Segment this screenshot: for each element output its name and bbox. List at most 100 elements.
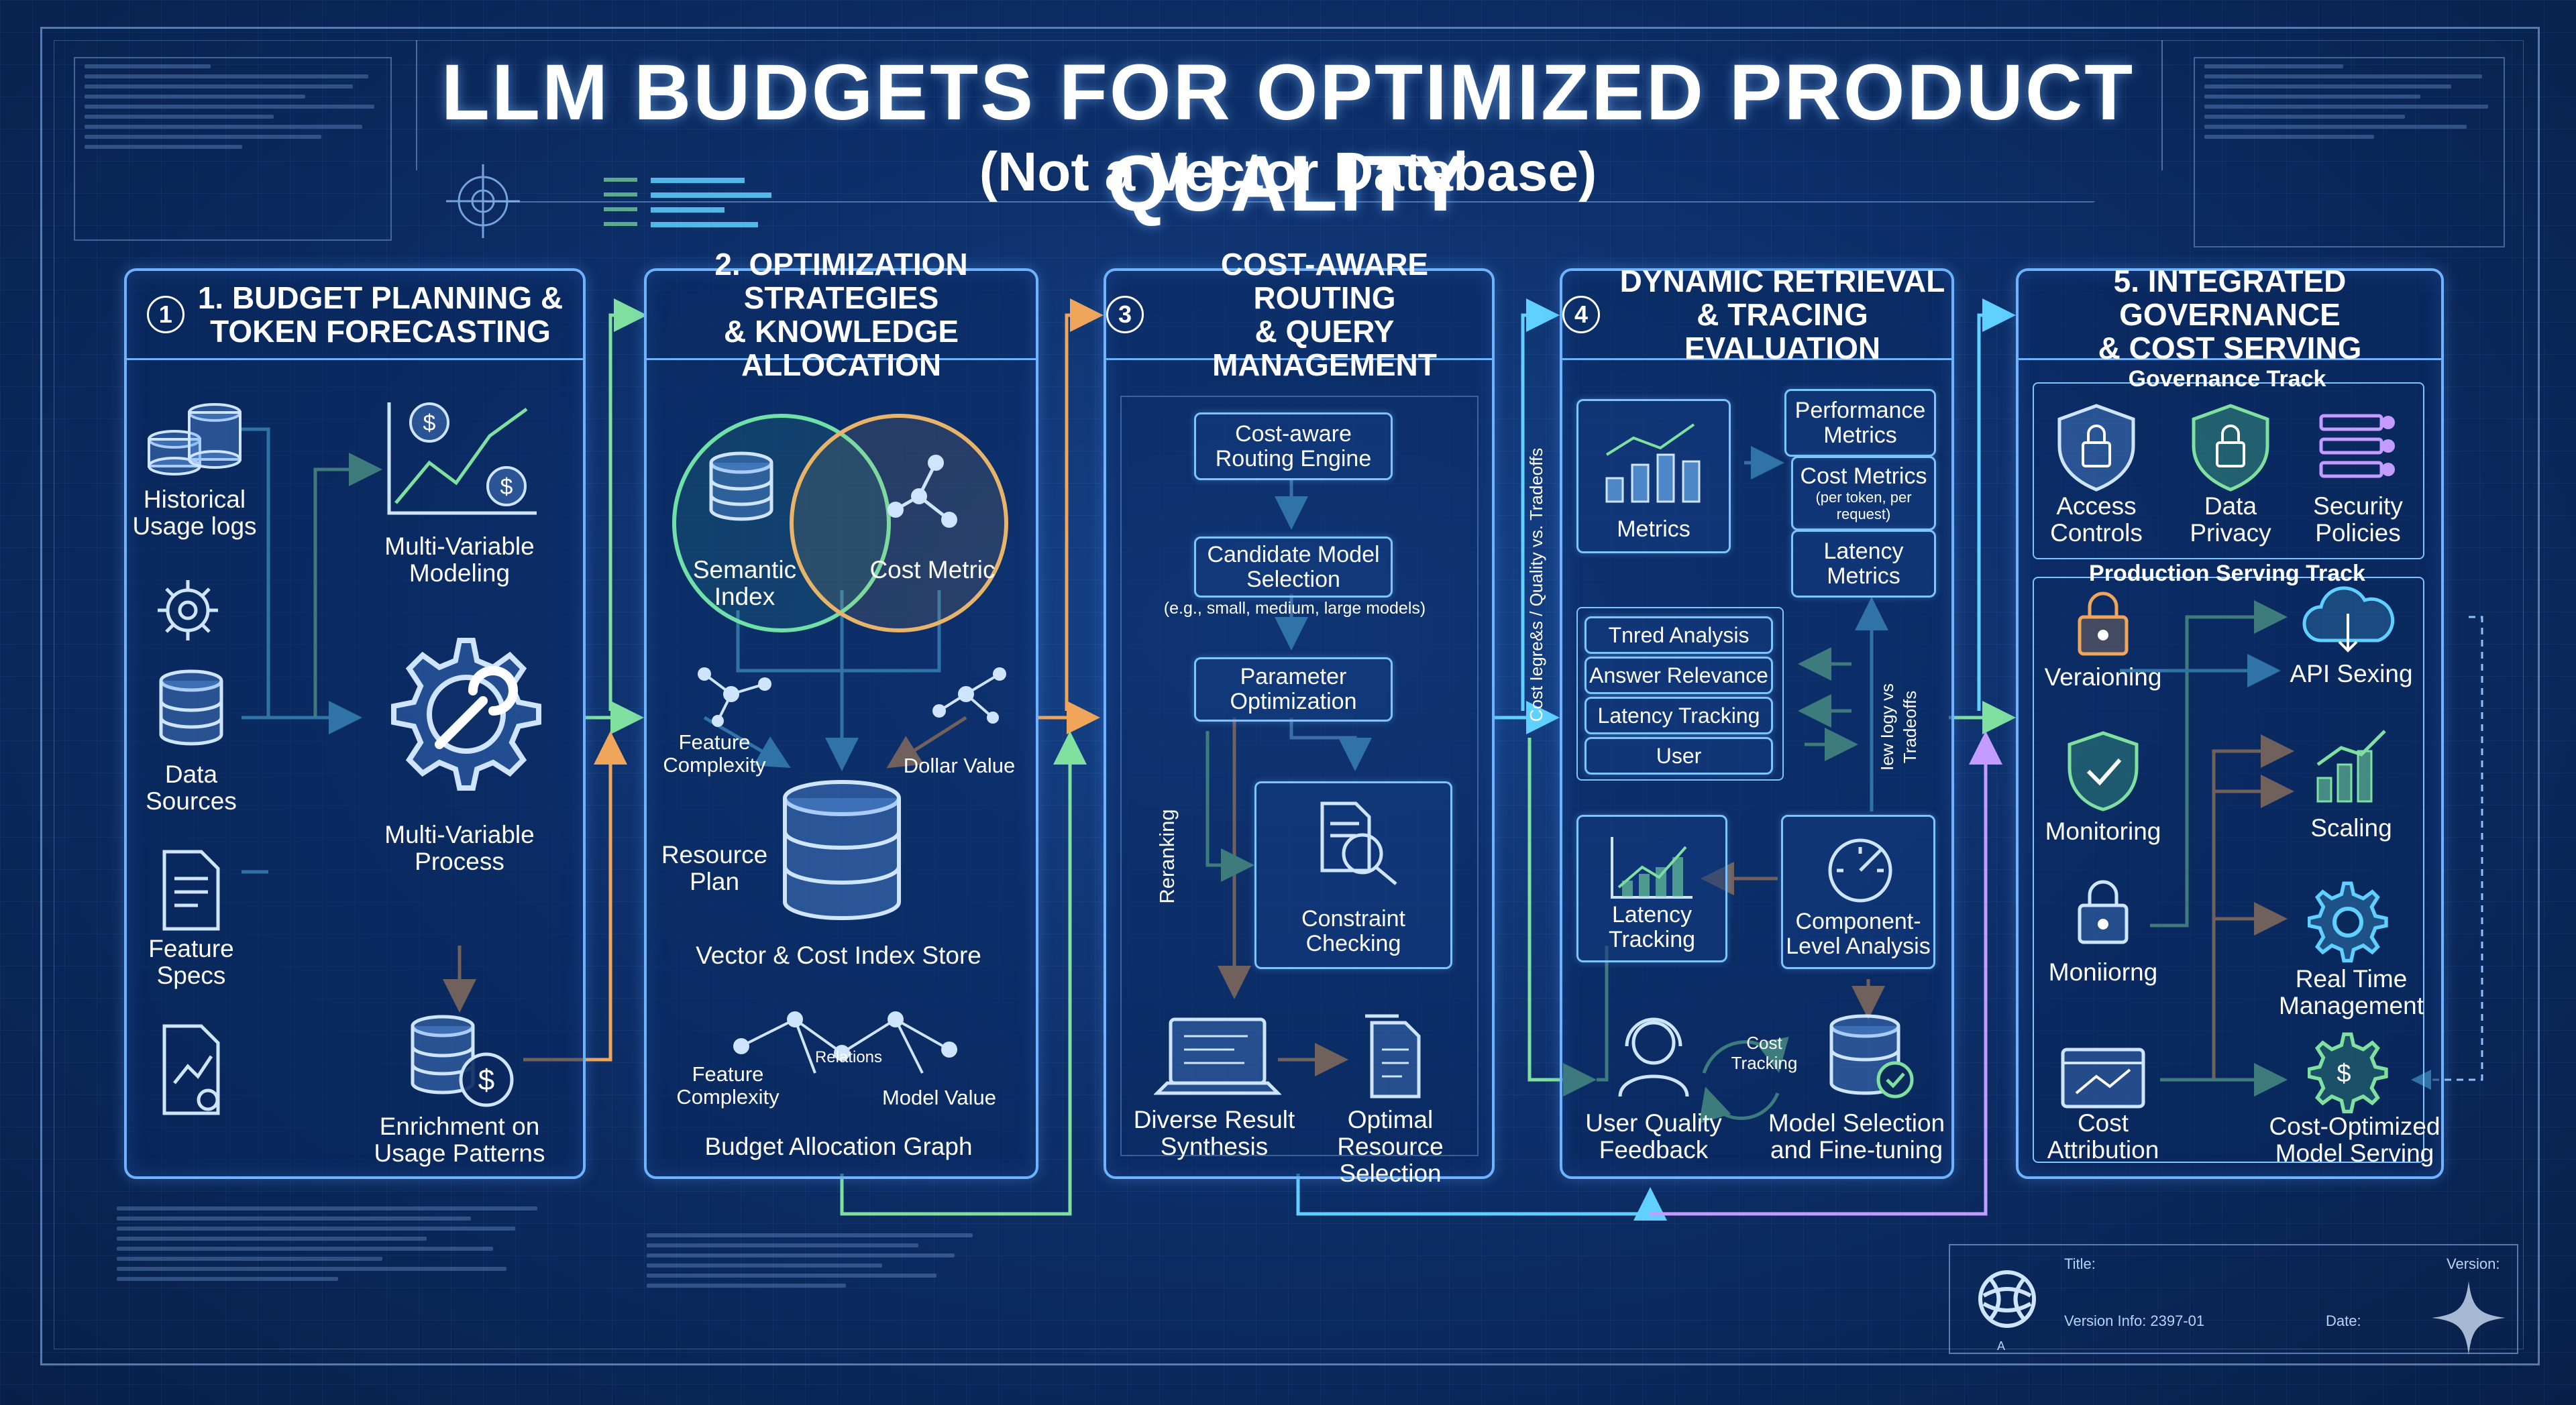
- latency-metrics-box: Latency Metrics: [1791, 530, 1936, 598]
- evaluation-list: Tnred Analysis Answer Relevance Latency …: [1576, 607, 1784, 781]
- page-title: LLM BUDGETS FOR OPTIMIZED PRODUCT QUALIT…: [441, 48, 2135, 228]
- data-privacy-label: Data Privacy: [2190, 492, 2271, 547]
- cost-metrics-box: Cost Metrics (per token, per request): [1791, 456, 1936, 530]
- bottom-mid-note-block: [637, 1227, 1000, 1335]
- crosshair-decoration: [446, 164, 520, 238]
- semantic-index-label: Semantic Index: [692, 556, 797, 610]
- cloud-api-icon: [2302, 586, 2395, 653]
- lock-versioning-icon: [2078, 592, 2129, 656]
- magnifier-document-icon: [1320, 801, 1397, 885]
- svg-text:$: $: [423, 410, 436, 436]
- outer-frame: [40, 27, 2540, 1365]
- svg-text:$: $: [2337, 1060, 2351, 1088]
- access-controls-label: Access Controls: [2050, 492, 2143, 547]
- bar-chart-icon: [1605, 423, 1701, 503]
- title-block: Title: Version Info: 2397-01 Date: Versi…: [1949, 1244, 2518, 1354]
- user-headset-icon: [1618, 1017, 1689, 1097]
- svg-text:$: $: [478, 1064, 494, 1097]
- governance-track-label: Governance Track: [2128, 366, 2326, 392]
- knot-logo-icon: [1978, 1270, 2036, 1328]
- panel-governance: 5. INTEGRATED GOVERNANCE& COST SERVING: [2016, 264, 2444, 1179]
- inner-frame: [54, 40, 2524, 1349]
- shield-lock-icon: [2057, 404, 2135, 492]
- component-analysis-label: Component-Level Analysis: [1786, 909, 1931, 959]
- panel-optimization-strategies: 2. OPTIMIZATION STRATEGIES& KNOWLEDGE AL…: [644, 247, 1038, 1179]
- optimal-resource-label: Optimal Resource Selection: [1337, 1106, 1444, 1187]
- multi-variable-process-label: Multi-Variable Process: [384, 821, 535, 875]
- vector-store-database-icon: [783, 780, 901, 920]
- title-frame: [416, 40, 2163, 203]
- database-icon: [159, 669, 223, 746]
- version-info-field: Version Info: 2397-01: [2064, 1312, 2205, 1329]
- top-right-note-block: [2194, 57, 2505, 247]
- panel-4-number: 4: [1562, 296, 1600, 333]
- user-quality-label: User Quality Feedback: [1585, 1109, 1722, 1164]
- metrics-box: Metrics: [1576, 399, 1731, 553]
- latency-tracking-label: Latency Tracking: [1608, 902, 1696, 952]
- chart-document-icon: [162, 1024, 220, 1115]
- panel-1-title: 1 1. BUDGET PLANNING &TOKEN FORECASTING: [127, 271, 583, 360]
- scaling-label: Scaling: [2310, 814, 2392, 842]
- component-analysis-box: Component-Level Analysis: [1781, 815, 1935, 969]
- version-field: Version:: [2447, 1255, 2500, 1272]
- reranking-vertical-label: Reranking: [1155, 809, 1179, 904]
- panel-4-title: 4 DYNAMIC RETRIEVAL& TRACING EVALUATION: [1562, 264, 1951, 365]
- tradeoffs-vertical-label: Cost Iegre&s / Quality vs. Tradeoffs: [1526, 447, 1546, 722]
- data-sources-label: Data Sources: [146, 761, 237, 815]
- cost-optimized-serving-label: Cost-Optimized Model Serving: [2269, 1113, 2440, 1167]
- evaluation-item: User: [1585, 737, 1773, 775]
- top-left-note-block: [74, 57, 392, 241]
- monitoring-label: Monitoring: [2045, 818, 2161, 845]
- database-check-icon: [1829, 1014, 1914, 1099]
- enrichment-label: Enrichment on Usage Patterns: [374, 1113, 545, 1167]
- cost-attribution-label: Cost Attribution: [2047, 1109, 2159, 1164]
- multi-variable-modeling-label: Multi-Variable Modeling: [384, 532, 535, 587]
- wrench-gear-icon: [391, 638, 541, 791]
- panel-3-number: 3: [1106, 296, 1144, 333]
- production-track-frame: [2033, 577, 2424, 1163]
- coin-stack-dollar-icon: $: [411, 1015, 514, 1107]
- sparkle-icon: [2432, 1281, 2506, 1355]
- progress-bars-decoration: [604, 178, 771, 227]
- revision-field: A: [1997, 1339, 2006, 1353]
- performance-metrics-box: Performance Metrics: [1784, 389, 1936, 457]
- parameter-optimization-box: Parameter Optimization: [1194, 657, 1393, 722]
- feature-complexity-label: Feature Complexity: [663, 730, 766, 777]
- budget-allocation-graph-label: Budget Allocation Graph: [704, 1133, 973, 1160]
- data-privacy-lock-icon: [2192, 404, 2269, 492]
- diverse-result-label: Diverse Result Synthesis: [1133, 1106, 1295, 1160]
- bottom-left-note-block: [107, 1200, 550, 1328]
- realtime-gear-icon: [2308, 881, 2388, 963]
- candidate-model-box: Candidate Model Selection: [1194, 537, 1393, 598]
- model-value-label: Model Value: [881, 1086, 997, 1109]
- constraint-checking-box: Constraint Checking: [1254, 781, 1452, 969]
- venn-diagram-icon: [672, 414, 1008, 632]
- moniiorng-label: Moniiorng: [2048, 958, 2158, 986]
- evaluation-item: Tnred Analysis: [1585, 616, 1773, 654]
- candidate-note-label: (e.g., small, medium, large models): [1163, 599, 1426, 618]
- laptop-icon: [1154, 1017, 1281, 1095]
- allocation-graph-icon: [733, 1011, 957, 1074]
- dollar-value-label: Dollar Value: [903, 754, 1016, 777]
- feature-network-icon: [698, 667, 771, 727]
- realtime-management-label: Real Time Management: [2279, 965, 2424, 1019]
- dollar-network-icon: [932, 667, 1006, 724]
- feature-complexity-2-label: Feature Complexity: [676, 1062, 780, 1109]
- cost-metric-label: Cost Metric: [869, 556, 996, 583]
- tradeoffs-label: Iew Iogy vs Tradeoffs: [1877, 683, 1920, 771]
- scaling-chart-icon: [2316, 730, 2386, 803]
- routing-engine-box: Cost-aware Routing Engine: [1194, 412, 1393, 480]
- trend-chart-icon: [1611, 837, 1693, 899]
- production-track-label: Production Serving Track: [2089, 561, 2365, 586]
- document-stack-icon: [1365, 1014, 1421, 1099]
- metrics-label: Metrics: [1617, 516, 1690, 542]
- evaluation-item: Latency Tracking: [1585, 697, 1773, 734]
- page-subtitle: (Not a Vector Database): [979, 142, 1597, 203]
- constraint-checking-label: Constraint Checking: [1301, 906, 1405, 956]
- lock-monitoring-icon: [2078, 880, 2129, 944]
- routing-inner-frame: [1120, 396, 1479, 1156]
- panel-1-number: 1: [146, 296, 184, 333]
- date-field: Date:: [2326, 1312, 2361, 1329]
- document-spec-icon: [162, 850, 220, 931]
- historical-usage-label: Historical Usage logs: [132, 486, 257, 540]
